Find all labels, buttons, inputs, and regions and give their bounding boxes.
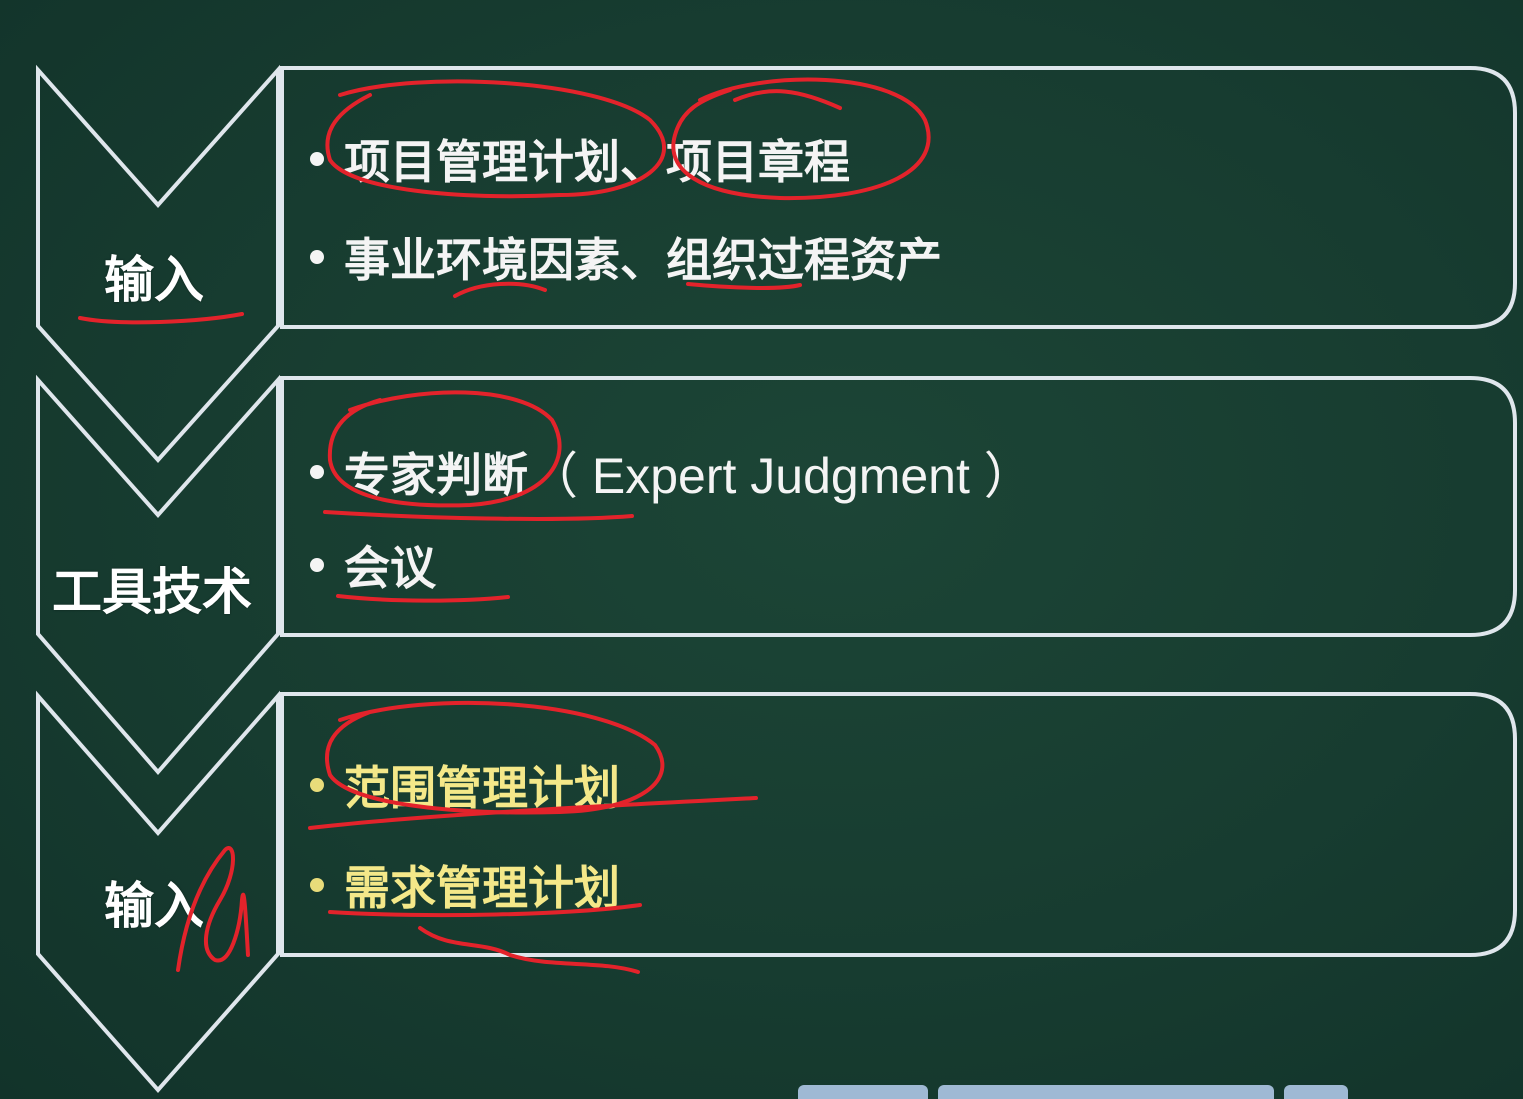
tools-box-outline [280, 376, 1517, 637]
bottom-toolbar-piece [798, 1085, 928, 1099]
item-text: 需求管理计划 [344, 861, 620, 915]
bullet-icon [310, 465, 324, 479]
bullet-icon [310, 250, 324, 264]
bullet-icon [310, 878, 324, 892]
output-chevron-outline [36, 690, 280, 1094]
section-1-label: 输入 [104, 251, 204, 309]
list-item: 项目管理计划、项目章程 [310, 126, 850, 192]
item-text: 范围管理计划 [344, 761, 620, 815]
input-chevron-outline [36, 64, 280, 463]
section-3-label: 输入 [104, 877, 204, 935]
item-text: 事业环境因素、组织过程资产 [344, 233, 942, 287]
bullet-icon [310, 558, 324, 572]
output-box-outline [280, 692, 1517, 957]
bottom-toolbar-piece [938, 1085, 1274, 1099]
section-2-label: 工具技术 [52, 563, 252, 621]
list-item: 需求管理计划 [310, 852, 620, 918]
item-english-text: （ Expert Judgment ） [528, 448, 1034, 504]
list-item: 会议 [310, 532, 436, 598]
item-text: 会议 [344, 541, 436, 595]
bottom-toolbar-piece [1284, 1085, 1348, 1099]
bullet-icon [310, 778, 324, 792]
input-box-outline [280, 66, 1517, 329]
list-item: 专家判断 （ Expert Judgment ） [310, 436, 1034, 508]
list-item: 事业环境因素、组织过程资产 [310, 224, 942, 290]
bullet-icon [310, 152, 324, 166]
item-text: 项目管理计划、项目章程 [344, 135, 850, 189]
tools-chevron-outline [36, 374, 280, 776]
item-text: 专家判断 [344, 448, 528, 502]
list-item: 范围管理计划 [310, 752, 620, 818]
